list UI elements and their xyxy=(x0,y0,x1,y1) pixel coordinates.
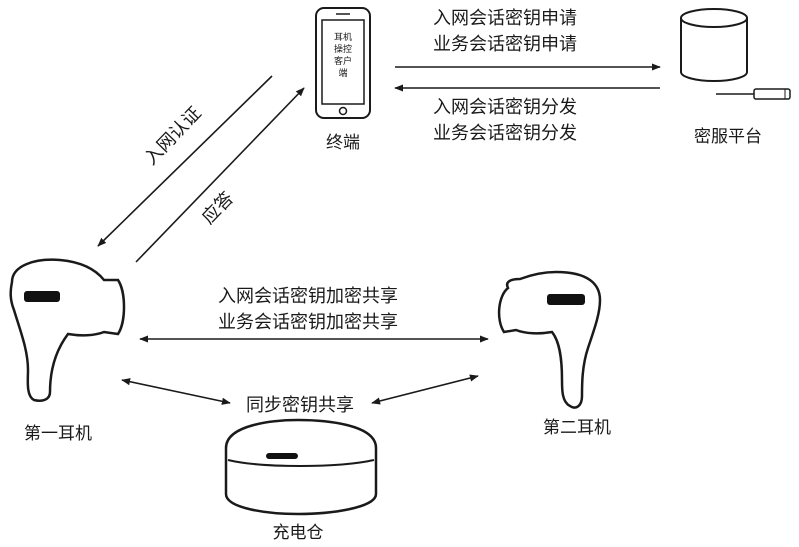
first-earphone-label: 第一耳机 xyxy=(24,424,92,444)
second-earphone-icon xyxy=(497,270,602,409)
response-arrow xyxy=(135,87,305,263)
usb-key-icon xyxy=(716,88,791,100)
auth-arrow xyxy=(97,75,273,247)
distribute-label-line-1: 入网会话密钥分发 xyxy=(433,97,577,118)
first-earphone-icon xyxy=(9,258,126,402)
sync-arrow-right xyxy=(371,374,479,405)
sync-label: 同步密钥共享 xyxy=(246,395,354,416)
terminal-screen-line-4: 端 xyxy=(338,67,347,79)
terminal-screen-line-1: 耳机 xyxy=(334,31,352,43)
share-label-line-2: 业务会话密钥加密共享 xyxy=(218,312,398,333)
request-label-line-1: 入网会话密钥申请 xyxy=(433,8,577,29)
response-label: 应答 xyxy=(198,188,238,228)
charging-case-icon xyxy=(224,418,378,516)
share-label-line-1: 入网会话密钥加密共享 xyxy=(218,286,398,307)
request-label-line-2: 业务会话密钥申请 xyxy=(433,34,577,55)
terminal-screen-line-2: 操控 xyxy=(334,43,352,55)
sync-arrow-left xyxy=(121,378,231,405)
charging-case-label: 充电仓 xyxy=(273,523,324,543)
distribute-label-line-2: 业务会话密钥分发 xyxy=(433,123,577,144)
database-cylinder-icon xyxy=(680,8,748,82)
auth-label: 入网认证 xyxy=(140,103,205,169)
key-platform-label: 密服平台 xyxy=(694,127,762,147)
terminal-phone-icon xyxy=(315,7,371,119)
second-earphone-label: 第二耳机 xyxy=(543,418,611,438)
terminal-screen-line-3: 客户 xyxy=(334,55,352,67)
terminal-label: 终端 xyxy=(326,133,360,153)
